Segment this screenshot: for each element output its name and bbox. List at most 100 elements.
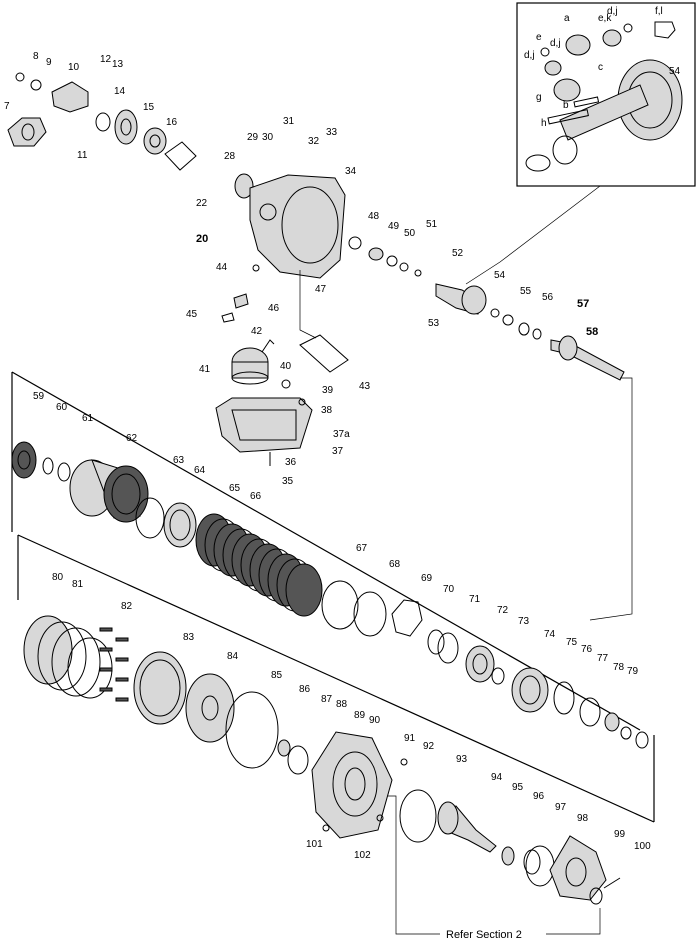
callout-9: 9 [46,57,52,68]
callout-d-j: d,j [524,50,535,61]
callout-65: 65 [229,483,241,494]
callout-c: c [598,62,603,73]
callout-35: 35 [282,476,294,487]
callout-d-j: d,j [550,38,561,49]
spring-pin [115,637,129,642]
lower-assembly [17,534,655,935]
spring-pin [99,687,113,692]
callout-31: 31 [283,116,295,127]
callout-101: 101 [306,839,323,850]
callout-72: 72 [497,605,509,616]
callout-82: 82 [121,601,133,612]
callout-96: 96 [533,791,545,802]
callout-94: 94 [491,772,503,783]
callout-93: 93 [456,754,468,765]
callout-74: 74 [544,629,556,640]
spring-pins [99,627,129,702]
middle-assembly [11,371,641,731]
callout-102: 102 [354,850,371,861]
callout-90: 90 [369,715,381,726]
callout-14: 14 [114,86,126,97]
callout-44: 44 [216,262,228,273]
callout-56: 56 [542,292,554,303]
callout-64: 64 [194,465,206,476]
callout-42: 42 [251,326,263,337]
clutch-plate-stack [195,513,323,617]
inset-detail [516,2,696,187]
callout-32: 32 [308,136,320,147]
callout-67: 67 [356,543,368,554]
callout-89: 89 [354,710,366,721]
callout-76: 76 [581,644,593,655]
callout-46: 46 [268,303,280,314]
callout-43: 43 [359,381,371,392]
callout-78: 78 [613,662,625,673]
clutch-plate [285,563,323,617]
callout-77: 77 [597,653,609,664]
callout-54: 54 [669,66,681,77]
callout-98: 98 [577,813,589,824]
callout-40: 40 [280,361,292,372]
callout-75: 75 [566,637,578,648]
refer-section-label: Refer Section 2 [446,929,522,941]
callout-20: 20 [196,233,208,245]
callout-33: 33 [326,127,338,138]
callout-62: 62 [126,433,138,444]
spring-pin [99,667,113,672]
callout-a: a [564,13,570,24]
callout-51: 51 [426,219,438,230]
callout-68: 68 [389,559,401,570]
callout-99: 99 [614,829,626,840]
spring-pin [115,677,129,682]
callout-38: 38 [321,405,333,416]
callout-73: 73 [518,616,530,627]
callout-7: 7 [4,101,10,112]
callout-e: e [536,32,542,43]
callout-80: 80 [52,572,64,583]
spring-pin [99,627,113,632]
callout-70: 70 [443,584,455,595]
callout-37: 37 [332,446,344,457]
callout-f-l: f,l [655,6,663,17]
spring-pin [115,697,129,702]
callout-48: 48 [368,211,380,222]
callout-49: 49 [388,221,400,232]
callout-10: 10 [68,62,80,73]
callout-16: 16 [166,117,178,128]
callout-36: 36 [285,457,297,468]
callout-85: 85 [271,670,283,681]
callout-97: 97 [555,802,567,813]
callout-79: 79 [627,666,639,677]
callout-12: 12 [100,54,112,65]
callout-63: 63 [173,455,185,466]
callout-34: 34 [345,166,357,177]
callout-54: 54 [494,270,506,281]
spring-pin [99,647,113,652]
callout-45: 45 [186,309,198,320]
callout-88: 88 [336,699,348,710]
callout-41: 41 [199,364,211,375]
callout-57: 57 [577,298,589,310]
callout-11: 11 [77,150,88,161]
callout-28: 28 [224,151,236,162]
callout-86: 86 [299,684,311,695]
upper-assembly [7,72,633,621]
callout-e-k: e,k [598,13,612,24]
callout-87: 87 [321,694,333,705]
callout-100: 100 [634,841,651,852]
callout-30: 30 [262,132,274,143]
callout-55: 55 [520,286,532,297]
callout-15: 15 [143,102,155,113]
callout-59: 59 [33,391,45,402]
callout-37a: 37a [333,429,350,440]
callout-d-j: d,j [607,6,618,17]
callout-22: 22 [196,198,208,209]
callout-92: 92 [423,741,435,752]
callout-71: 71 [469,594,481,605]
callout-61: 61 [82,413,94,424]
callout-81: 81 [72,579,84,590]
callout-8: 8 [33,51,39,62]
callout-52: 52 [452,248,464,259]
